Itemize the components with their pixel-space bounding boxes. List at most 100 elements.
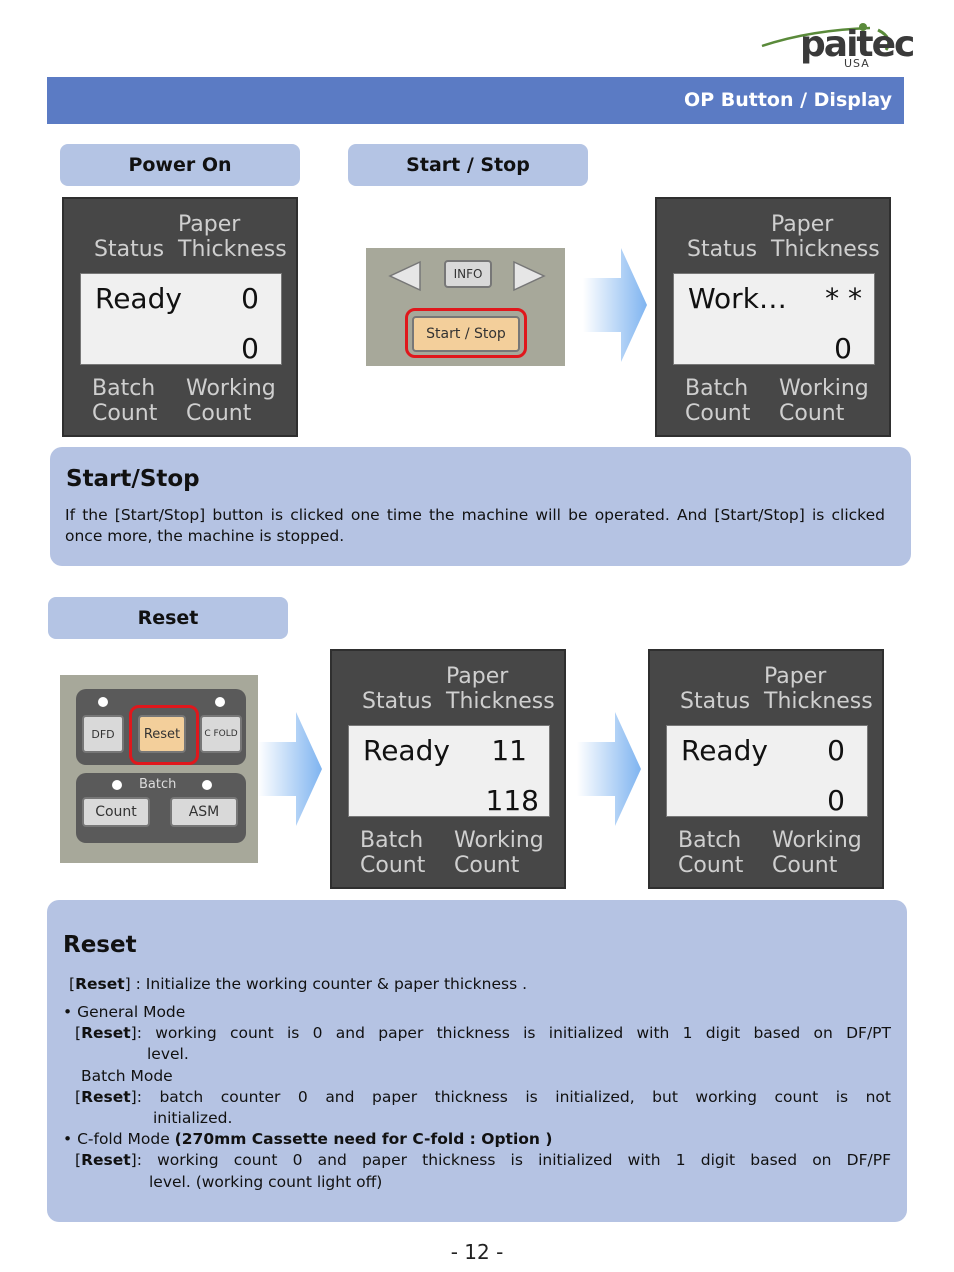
lcd-label-batch-count: Count	[678, 853, 744, 878]
cfold-mode-heading: • C-fold Mode (270mm Cassette need for C…	[63, 1129, 552, 1150]
cfold-mode-line: [Reset]: working count 0 and paper thick…	[75, 1151, 891, 1169]
cfold-mode-option: (270mm Cassette need for C-fold : Option…	[174, 1130, 553, 1148]
info-button[interactable]: INFO	[444, 260, 492, 288]
batch-indicator	[112, 780, 122, 790]
batch-mode-text: ]: batch counter 0 and paper thickness i…	[130, 1088, 891, 1106]
lcd-label-batch-count: Count	[685, 401, 751, 426]
lcd-thickness-value: 0	[827, 734, 845, 767]
lcd-display-power-on: Paper Status Thickness Ready 0 0 Batch C…	[62, 197, 298, 437]
reset-key: Reset	[81, 1151, 131, 1169]
header-band: OP Button / Display	[47, 77, 904, 124]
tab-start-stop-label: Start / Stop	[406, 154, 530, 176]
lcd-label-working: Working	[454, 828, 544, 853]
lcd-thickness-value: 0	[241, 282, 259, 315]
dfd-indicator	[98, 697, 108, 707]
paitec-logo: paitec USA	[760, 20, 915, 72]
asm-indicator	[202, 780, 212, 790]
reset-info-title: Reset	[63, 932, 137, 958]
lcd-label-status: Status	[680, 689, 751, 714]
count-button[interactable]: Count	[82, 797, 150, 827]
batch-mode-line: [Reset]: batch counter 0 and paper thick…	[75, 1088, 891, 1106]
reset-info-box: Reset [Reset] : Initialize the working c…	[47, 900, 907, 1222]
start-stop-button-label: Start / Stop	[426, 326, 506, 342]
batch-mode-heading: Batch Mode	[81, 1067, 173, 1085]
cfold-mode-text: ]: working count 0 and paper thickness i…	[130, 1151, 891, 1169]
lcd-count-value: 0	[827, 784, 845, 817]
page-title: OP Button / Display	[684, 89, 892, 111]
lcd-label-paper: Paper	[446, 664, 509, 689]
tab-start-stop: Start / Stop	[348, 144, 588, 186]
button-panel-start-stop: INFO Start / Stop	[366, 248, 565, 366]
lcd-label-status: Status	[362, 689, 433, 714]
reset-button[interactable]: Reset	[138, 715, 186, 753]
lcd-display-working: Paper Status Thickness Work… * * 0 Batch…	[655, 197, 891, 437]
lcd-count-value: 118	[485, 784, 539, 817]
lcd-label-working-count: Count	[454, 853, 520, 878]
logo-sub: USA	[844, 57, 870, 70]
cfold-button-label: C FOLD	[204, 729, 238, 739]
flow-arrow-icon	[258, 712, 322, 826]
highlight-ring	[405, 308, 527, 358]
lcd-count-value: 0	[834, 332, 852, 365]
lcd-label-thickness: Thickness	[446, 689, 555, 714]
general-mode-heading: • General Mode	[63, 1003, 186, 1021]
reset-intro: [Reset] : Initialize the working counter…	[69, 975, 528, 993]
reset-key: Reset	[81, 1088, 131, 1106]
dfd-button[interactable]: DFD	[82, 715, 124, 753]
lcd-screen: Ready 0 0	[80, 273, 282, 365]
lcd-label-batch-count: Count	[360, 853, 426, 878]
reset-intro-text: ] : Initialize the working counter & pap…	[124, 975, 528, 993]
highlight-ring	[129, 705, 199, 765]
lcd-thickness-value: 11	[491, 734, 527, 767]
lcd-label-paper: Paper	[178, 212, 241, 237]
lcd-display-after-reset: Paper Status Thickness Ready 0 0 Batch C…	[648, 649, 884, 889]
lcd-label-thickness: Thickness	[178, 237, 287, 262]
batch-label: Batch	[139, 777, 177, 792]
lcd-label-working: Working	[186, 376, 276, 401]
lcd-label-batch: Batch	[685, 376, 749, 401]
asm-button-label: ASM	[188, 804, 220, 820]
general-mode-line: [Reset]: working count is 0 and paper th…	[75, 1024, 891, 1042]
cfold-mode-line-2: level. (working count light off)	[149, 1173, 383, 1191]
logo-swoosh-icon	[761, 23, 891, 51]
button-panel-reset: DFD Reset C FOLD Batch Count ASM	[60, 675, 258, 863]
general-mode-line-2: level.	[147, 1045, 189, 1063]
general-mode-text: ]: working count is 0 and paper thicknes…	[130, 1024, 891, 1042]
lcd-status-value: Work…	[688, 282, 787, 315]
start-stop-info-box: Start/Stop If the [Start/Stop] button is…	[50, 447, 911, 566]
lcd-status-value: Ready	[363, 734, 450, 767]
lcd-screen: Ready 0 0	[666, 725, 868, 817]
lcd-label-batch: Batch	[360, 828, 424, 853]
dfd-button-label: DFD	[91, 727, 115, 741]
asm-button[interactable]: ASM	[170, 797, 238, 827]
lcd-label-working: Working	[779, 376, 869, 401]
lcd-status-value: Ready	[95, 282, 182, 315]
cfold-button[interactable]: C FOLD	[200, 715, 242, 753]
reset-button-label: Reset	[143, 726, 181, 742]
flow-arrow-icon	[583, 248, 647, 362]
lcd-label-status: Status	[687, 237, 758, 262]
lcd-display-before-reset: Paper Status Thickness Ready 11 118 Batc…	[330, 649, 566, 889]
cfold-mode-label: • C-fold Mode	[63, 1130, 170, 1148]
lcd-screen: Ready 11 118	[348, 725, 550, 817]
flow-arrow-icon	[577, 712, 641, 826]
tab-power-on: Power On	[60, 144, 300, 186]
right-arrow-button-icon[interactable]	[512, 260, 546, 292]
lcd-label-batch: Batch	[678, 828, 742, 853]
reset-key: Reset	[81, 1024, 131, 1042]
lcd-label-batch-count: Count	[92, 401, 158, 426]
left-arrow-button-icon[interactable]	[388, 260, 422, 292]
lcd-label-batch: Batch	[92, 376, 156, 401]
lcd-count-value: 0	[241, 332, 259, 365]
cfold-indicator	[215, 697, 225, 707]
batch-mode-line-2: initialized.	[153, 1109, 233, 1127]
lcd-label-status: Status	[94, 237, 165, 262]
page-number: - 12 -	[450, 1240, 504, 1264]
tab-reset-label: Reset	[137, 607, 199, 629]
start-stop-info-text: If the [Start/Stop] button is clicked on…	[65, 506, 885, 545]
lcd-thickness-value: * *	[825, 282, 862, 315]
start-stop-button[interactable]: Start / Stop	[412, 316, 520, 352]
logo-brand: paitec	[800, 24, 915, 65]
lcd-label-paper: Paper	[771, 212, 834, 237]
lcd-screen: Work… * * 0	[673, 273, 875, 365]
